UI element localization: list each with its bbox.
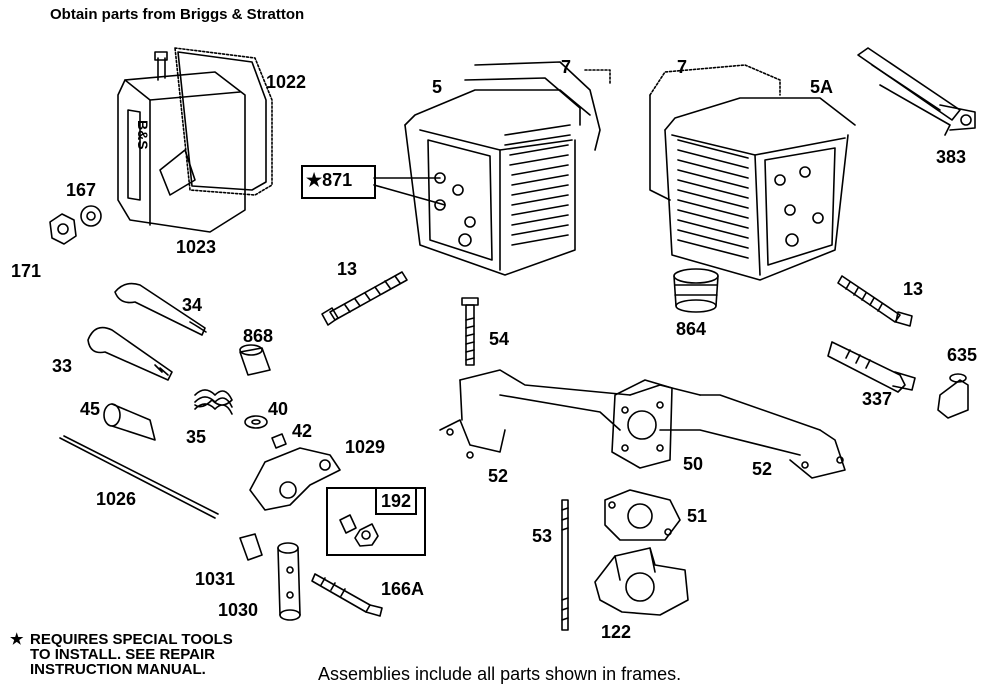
nut-171-part: [49, 213, 77, 245]
fastener-kit-192-parts: [339, 514, 379, 547]
part-1030: [277, 542, 301, 621]
stud-53-part: [561, 499, 569, 631]
rocker-cover-gasket-part: [174, 47, 273, 196]
part-label-51: 51: [687, 506, 708, 526]
part-label-52-right: 52: [752, 459, 773, 479]
retainer-40-part: [244, 415, 268, 429]
part-label-53: 53: [532, 526, 553, 546]
sleeve-864-part: [673, 268, 719, 313]
spark-plug-boot-635-part: [937, 373, 969, 419]
tappet-45-part: [103, 403, 156, 441]
part-label-5: 5: [432, 77, 443, 97]
part-label-1029: 1029: [345, 437, 386, 457]
part-label-50: 50: [683, 454, 704, 474]
part-label-7-right: 7: [677, 57, 688, 77]
bolt-13a-part: [321, 271, 408, 326]
note-line-2: TO INSTALL. SEE REPAIR: [30, 646, 216, 663]
part-label-1022: 1022: [266, 72, 307, 92]
part-label-1030: 1030: [218, 600, 259, 620]
part-label-1023: 1023: [176, 237, 217, 257]
push-rod-1026-part: [59, 435, 219, 519]
part-label-383: 383: [936, 147, 967, 167]
gasket-51-part: [604, 489, 681, 541]
cylinder-head-5a-part: [649, 64, 856, 281]
cylinder-head-5-part: [404, 61, 611, 276]
part-label-40: 40: [268, 399, 289, 419]
part-label-868: 868: [243, 326, 274, 346]
part-label-871: ★871: [306, 170, 353, 190]
star-icon: ★: [10, 631, 24, 648]
part-871-leaders: [373, 177, 446, 206]
rocker-arm-1029-part: [249, 447, 341, 511]
part-label-167: 167: [66, 180, 97, 200]
frames-footnote: Assemblies include all parts shown in fr…: [318, 664, 682, 684]
part-label-54: 54: [489, 329, 510, 349]
part-label-166a: 166A: [381, 579, 425, 599]
note-line-1-text: REQUIRES SPECIAL TOOLS: [30, 631, 233, 648]
part-label-35: 35: [186, 427, 207, 447]
part-label-52-left: 52: [488, 466, 509, 486]
logo-text: B&S: [135, 120, 151, 150]
part-label-864: 864: [676, 319, 707, 339]
manifold-50-part: [439, 369, 846, 479]
part-label-13-right: 13: [903, 279, 924, 299]
part-label-171: 171: [11, 261, 42, 281]
part-label-45: 45: [80, 399, 101, 419]
bolt-54-part: [461, 297, 479, 366]
keeper-42-part: [271, 433, 287, 449]
valve-34-part: [114, 282, 207, 336]
part-label-1026: 1026: [96, 489, 137, 509]
spark-plug-337-part: [827, 341, 916, 393]
part-label-1031: 1031: [195, 569, 236, 589]
valve-33-part: [87, 326, 173, 381]
valve-spring-35-part: [194, 389, 233, 415]
tool-383-part: [857, 47, 976, 136]
part-label-635: 635: [947, 345, 978, 365]
part-label-337: 337: [862, 389, 893, 409]
rocker-cover-part: B&S: [117, 51, 246, 233]
bolt-13b-part: [837, 275, 913, 327]
sleeve-868-part: [239, 344, 271, 376]
note-line-1: ★ REQUIRES SPECIAL TOOLS: [10, 632, 233, 647]
part-label-7-left: 7: [561, 57, 572, 77]
note-line-3: INSTRUCTION MANUAL.: [30, 661, 206, 678]
part-1031: [239, 533, 263, 561]
part-label-192: 192: [375, 487, 418, 515]
part-label-42: 42: [292, 421, 313, 441]
part-871-frame: [301, 165, 376, 199]
part-label-122: 122: [601, 622, 632, 642]
page-header: Obtain parts from Briggs & Stratton: [50, 6, 305, 23]
part-label-13-left: 13: [337, 259, 358, 279]
part-label-5a: 5A: [810, 77, 834, 97]
adapter-122-part: [594, 547, 689, 616]
special-tools-note: ★ REQUIRES SPECIAL TOOLS TO INSTALL. SEE …: [10, 632, 233, 677]
fitting-166a-part: [311, 573, 383, 617]
washer-167-part: [80, 205, 102, 227]
part-label-34: 34: [182, 295, 203, 315]
part-label-33: 33: [52, 356, 73, 376]
